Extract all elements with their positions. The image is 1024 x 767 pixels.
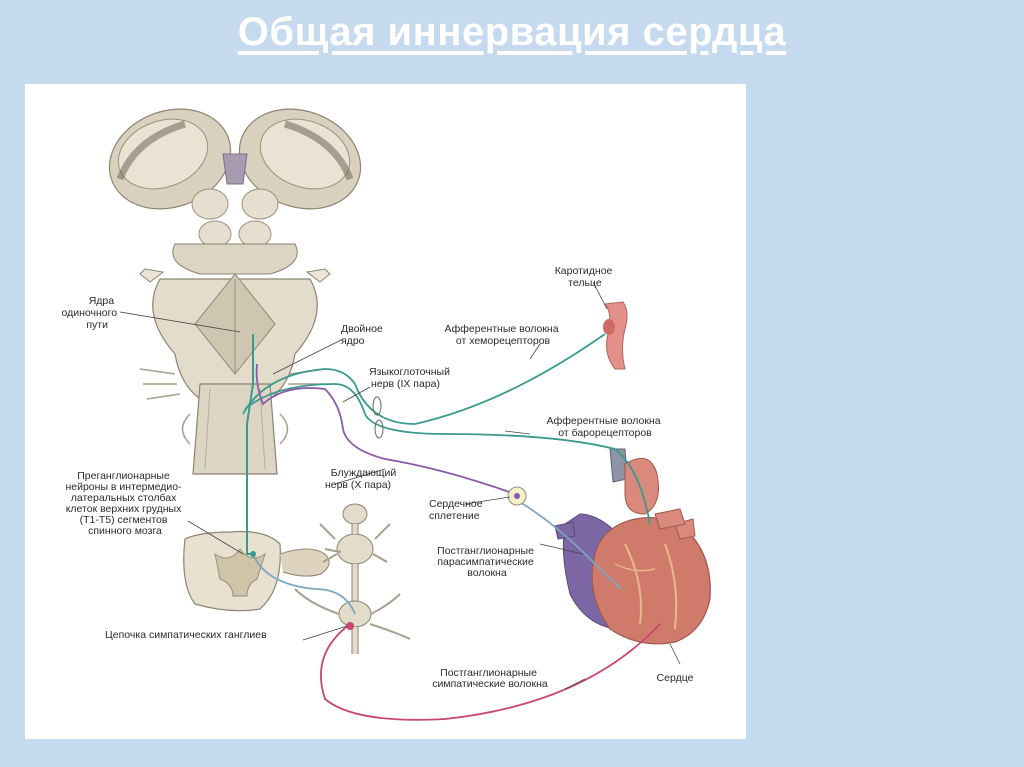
innervation-diagram: Ядра одиночного пути Двойное ядро Языког… [25,84,746,739]
diagram-panel: Ядра одиночного пути Двойное ядро Языког… [25,84,746,739]
label-heart: Сердце [657,672,694,684]
label-carotid-body: Каротидное тельце [555,265,616,289]
label-postganglionic-sympathetic: Постганглионарные симпатические волокна [432,667,548,690]
slide-title: Общая иннервация сердца [0,10,1024,55]
label-cardiac-plexus: Сердечное сплетение [429,498,486,522]
brainstem-illustration [95,93,374,474]
label-postganglionic-parasympathetic: Постганглионарные парасимпатические воло… [437,545,537,579]
sympathetic-chain [295,504,410,654]
label-glossopharyngeal: Языкоглоточный нерв (IX пара) [369,366,453,390]
label-vagus: Блуждающий нерв (X пара) [325,467,399,491]
label-nucleus-ambiguus: Двойное ядро [341,323,386,347]
label-sympathetic-chain: Цепочка симпатических ганглиев [105,629,267,641]
label-preganglionic-neurons: Преганглионарные нейроны в интермедио- л… [65,470,184,537]
label-baroreceptor-afferents: Афферентные волокна от барорецепторов [547,415,664,439]
label-solitary-nucleus: Ядра одиночного пути [62,295,120,331]
carotid-body [603,302,627,369]
label-chemoreceptor-afferents: Афферентные волокна от хеморецепторов [445,323,562,347]
